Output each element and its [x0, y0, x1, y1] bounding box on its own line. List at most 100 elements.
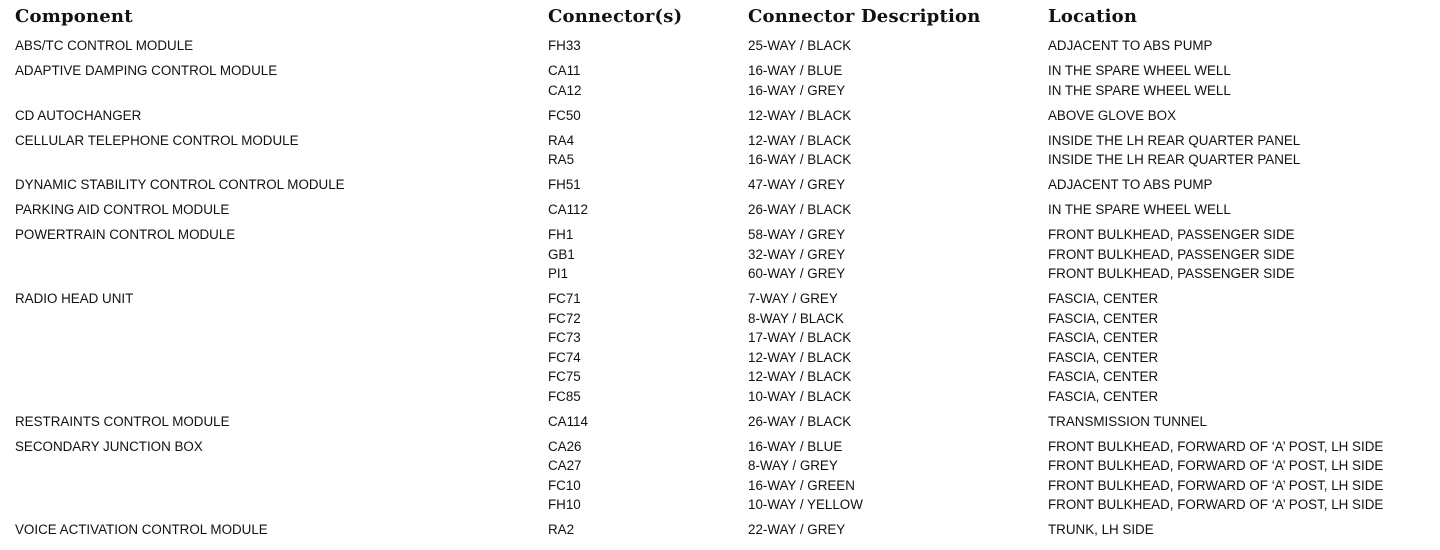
connector-id: FC74	[548, 349, 581, 365]
header-connectors: Connector(s)	[548, 6, 683, 27]
connector-line: RESTRAINTS CONTROL MODULE CA114 26-WAY / B…	[0, 412, 1440, 432]
component-name: RESTRAINTS CONTROL MODULE	[15, 413, 230, 429]
header-component: Component	[15, 6, 133, 27]
connector-line: DYNAMIC STABILITY CONTROL CONTROL MODULE…	[0, 175, 1440, 195]
connector-description: 16-WAY / GREEN	[748, 477, 855, 493]
connector-id: FH33	[548, 38, 581, 53]
connector-line: GB1 32-WAY / GREY FRONT BULKHEAD, PASSENGE…	[0, 245, 1440, 265]
connector-location: FASCIA, CENTER	[1048, 369, 1159, 384]
connector-description: 10-WAY / BLACK	[748, 388, 852, 404]
connector-location: FRONT BULKHEAD, PASSENGER SIDE	[1048, 266, 1295, 281]
connector-id: CA27	[548, 458, 582, 473]
connector-id: RA4	[548, 132, 575, 148]
table-row: CD AUTOCHANGER FC50 12-WAY / BLACK ABOVE GL…	[0, 106, 1440, 126]
connector-location: INSIDE THE LH REAR QUARTER PANEL	[1048, 152, 1301, 167]
connector-description: 12-WAY / BLACK	[748, 349, 852, 365]
connector-location: TRANSMISSION TUNNEL	[1048, 413, 1207, 429]
connector-description: 16-WAY / BLUE	[748, 63, 843, 78]
connector-id: CA112	[548, 202, 588, 217]
connector-line: FC74 12-WAY / BLACK FASCIA, CENTER	[0, 348, 1440, 368]
connector-location: IN THE SPARE WHEEL WELL	[1048, 202, 1231, 217]
connector-line: SECONDARY JUNCTION BOX CA26 16-WAY / BLUE F…	[0, 437, 1440, 457]
component-name: ADAPTIVE DAMPING CONTROL MODULE	[15, 63, 278, 78]
table-header: Component Connector(s) Connector Descrip…	[0, 0, 1440, 36]
connector-location: ABOVE GLOVE BOX	[1048, 107, 1177, 123]
component-name: CD AUTOCHANGER	[15, 107, 142, 123]
connector-description: 12-WAY / BLACK	[748, 369, 852, 384]
table-row: CELLULAR TELEPHONE CONTROL MODULE RA4 12-W…	[0, 131, 1440, 170]
connector-description: 16-WAY / GREY	[748, 82, 846, 98]
connector-description: 26-WAY / BLACK	[748, 413, 852, 429]
component-name: RADIO HEAD UNIT	[15, 291, 134, 306]
connector-description: 22-WAY / GREY	[748, 522, 846, 537]
connector-description: 32-WAY / GREY	[748, 246, 846, 262]
connector-location: FASCIA, CENTER	[1048, 291, 1159, 306]
connector-location: FRONT BULKHEAD, PASSENGER SIDE	[1048, 227, 1295, 242]
connector-id: CA11	[548, 63, 581, 78]
connector-line: CD AUTOCHANGER FC50 12-WAY / BLACK ABOVE GL…	[0, 106, 1440, 126]
connector-id: CA12	[548, 82, 582, 98]
connector-description: 10-WAY / YELLOW	[748, 497, 863, 512]
header-description: Connector Description	[748, 6, 981, 27]
connector-line: CA12 16-WAY / GREY IN THE SPARE WHEEL WELL	[0, 81, 1440, 101]
connector-description: 12-WAY / BLACK	[748, 132, 852, 148]
header-location: Location	[1048, 6, 1138, 27]
connector-description: 8-WAY / GREY	[748, 458, 838, 473]
component-name: DYNAMIC STABILITY CONTROL CONTROL MODULE	[15, 177, 345, 192]
connector-id: FC72	[548, 310, 581, 326]
table-row: PARKING AID CONTROL MODULE CA112 26-WAY / …	[0, 200, 1440, 220]
component-name: POWERTRAIN CONTROL MODULE	[15, 227, 236, 242]
connector-id: CA26	[548, 438, 582, 454]
connector-location: FRONT BULKHEAD, PASSENGER SIDE	[1048, 246, 1295, 262]
connector-location: FASCIA, CENTER	[1048, 310, 1159, 326]
connector-id: FC50	[548, 107, 581, 123]
connector-id: PI1	[548, 266, 569, 281]
table-row: SECONDARY JUNCTION BOX CA26 16-WAY / BLUE F…	[0, 437, 1440, 515]
component-name: CELLULAR TELEPHONE CONTROL MODULE	[15, 132, 299, 148]
component-name: ABS/TC CONTROL MODULE	[15, 38, 194, 53]
connector-location: IN THE SPARE WHEEL WELL	[1048, 82, 1231, 98]
table-row: RESTRAINTS CONTROL MODULE CA114 26-WAY / B…	[0, 412, 1440, 432]
connector-description: 47-WAY / GREY	[748, 177, 846, 192]
connector-description: 16-WAY / BLACK	[748, 152, 852, 167]
connector-location: FASCIA, CENTER	[1048, 349, 1159, 365]
connector-line: PI1 60-WAY / GREY FRONT BULKHEAD, PASSENGE…	[0, 264, 1440, 284]
connector-id: FC10	[548, 477, 581, 493]
component-name: SECONDARY JUNCTION BOX	[15, 438, 203, 454]
connector-line: FC10 16-WAY / GREEN FRONT BULKHEAD, FORWAR…	[0, 476, 1440, 496]
connector-description: 16-WAY / BLUE	[748, 438, 843, 454]
component-name: VOICE ACTIVATION CONTROL MODULE	[15, 522, 268, 537]
connector-location: FASCIA, CENTER	[1048, 388, 1159, 404]
table-row: ADAPTIVE DAMPING CONTROL MODULE CA11 16-WA…	[0, 61, 1440, 100]
connector-location: TRUNK, LH SIDE	[1048, 522, 1154, 537]
connector-location: IN THE SPARE WHEEL WELL	[1048, 63, 1231, 78]
connector-description: 26-WAY / BLACK	[748, 202, 852, 217]
connector-description: 7-WAY / GREY	[748, 291, 838, 306]
connector-id: GB1	[548, 246, 575, 262]
connector-location: ADJACENT TO ABS PUMP	[1048, 38, 1213, 53]
connector-location: INSIDE THE LH REAR QUARTER PANEL	[1048, 132, 1301, 148]
connector-line: ADAPTIVE DAMPING CONTROL MODULE CA11 16-WA…	[0, 61, 1440, 81]
connector-location: FRONT BULKHEAD, FORWARD OF ‘A’ POST, LH …	[1048, 477, 1384, 493]
connector-description: 60-WAY / GREY	[748, 266, 846, 281]
connector-id: CA114	[548, 413, 588, 429]
connector-id: FC73	[548, 330, 581, 345]
connector-location: FRONT BULKHEAD, FORWARD OF ‘A’ POST, LH …	[1048, 438, 1384, 454]
connector-location: FRONT BULKHEAD, FORWARD OF ‘A’ POST, LH …	[1048, 497, 1384, 512]
component-name: PARKING AID CONTROL MODULE	[15, 202, 230, 217]
connector-description: 17-WAY / BLACK	[748, 330, 852, 345]
connector-description: 12-WAY / BLACK	[748, 107, 852, 123]
